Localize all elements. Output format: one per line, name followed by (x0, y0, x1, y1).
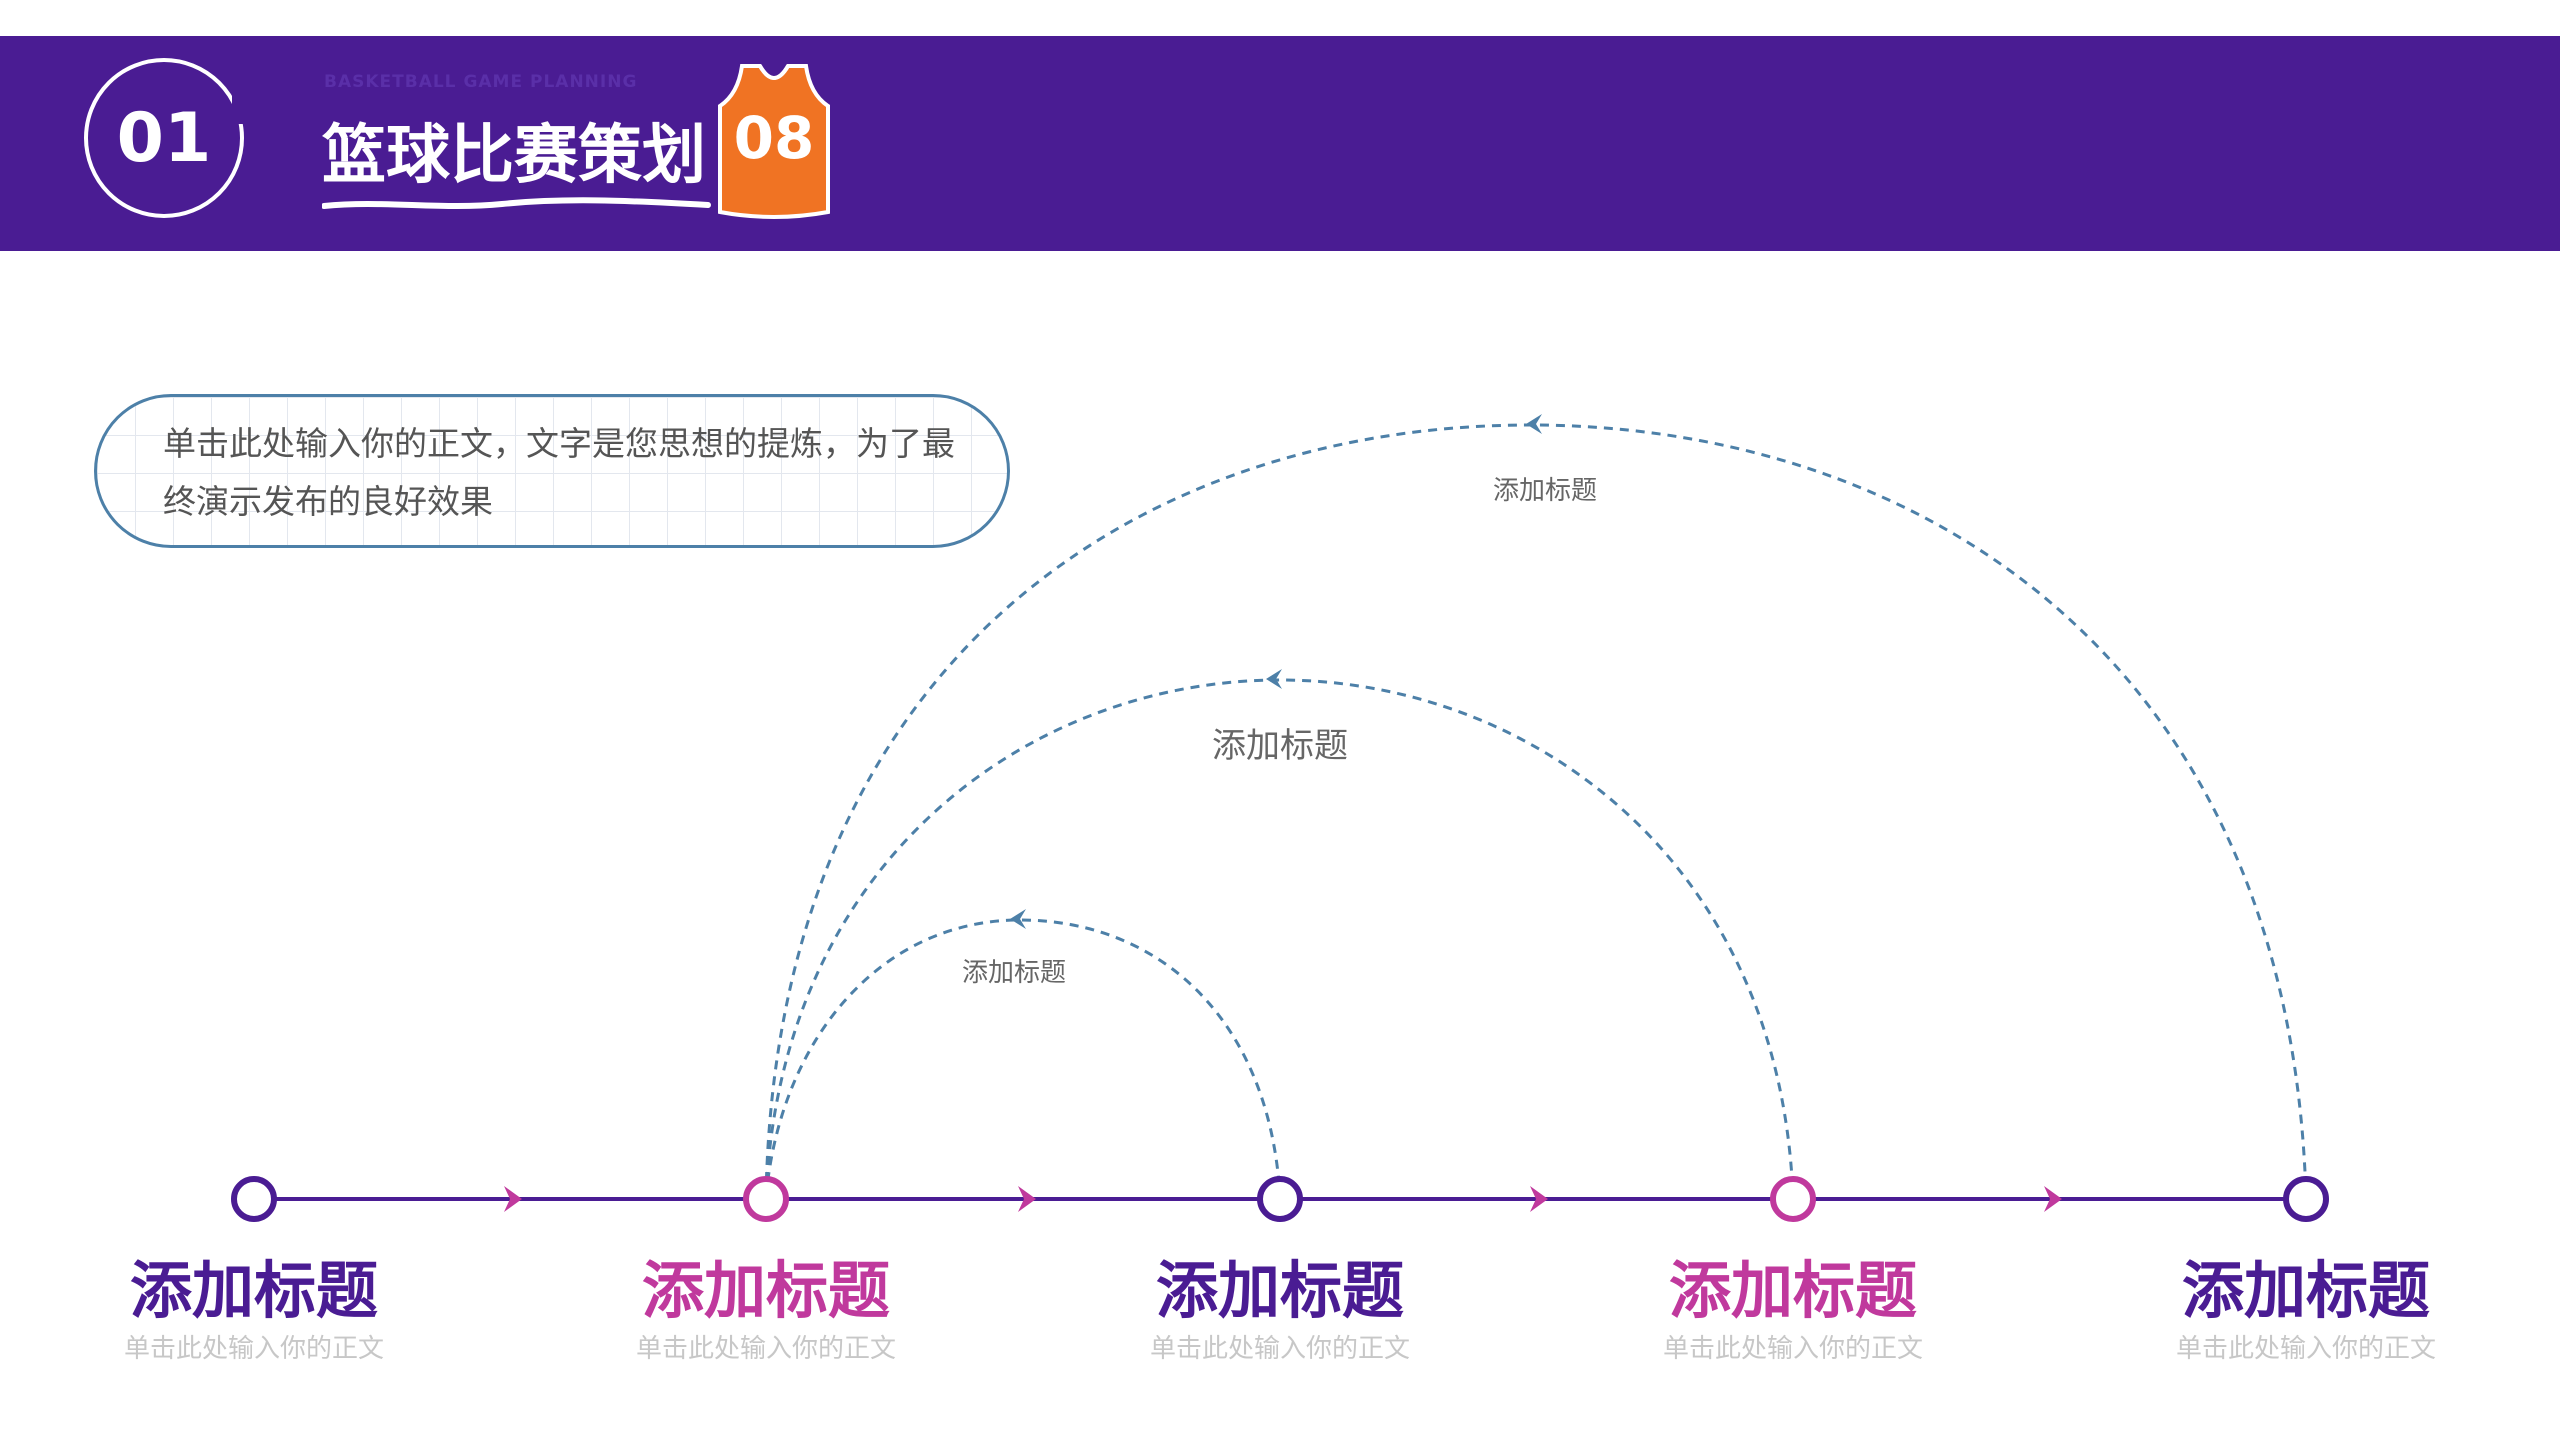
page-title: 篮球比赛策划 (322, 119, 706, 193)
step-2-subtitle: 单击此处输入你的正文 (635, 1334, 896, 1364)
note-text: 单击此处输入你的正文，文字是您思想的提炼，为了最终演示发布的良好效果 (163, 424, 955, 521)
jersey-icon (718, 64, 830, 219)
header-band (0, 36, 2560, 251)
step-5-title: 添加标题 (2181, 1254, 2430, 1327)
note-box[interactable]: 单击此处输入你的正文，文字是您思想的提炼，为了最终演示发布的良好效果 (94, 394, 1010, 548)
step-2-title: 添加标题 (641, 1254, 890, 1327)
arc-outer (764, 423, 2308, 1198)
timeline-node-4 (1770, 1176, 1816, 1222)
step-5-subtitle: 单击此处输入你的正文 (2175, 1334, 2436, 1364)
arc-middle (764, 678, 1795, 1198)
step-4-subtitle: 单击此处输入你的正文 (1662, 1334, 1923, 1364)
jersey-number: 08 (733, 104, 815, 172)
arc-outer-label: 添加标题 (1492, 476, 1597, 506)
timeline-node-5 (2283, 1176, 2329, 1222)
segment-arrow-1 (504, 1186, 522, 1212)
arc-inner-arrow (1010, 909, 1026, 929)
arc-middle-label: 添加标题 (1212, 726, 1348, 766)
step-4-title: 添加标题 (1668, 1254, 1917, 1327)
arc-inner-label: 添加标题 (961, 958, 1066, 988)
timeline-node-3 (1257, 1176, 1303, 1222)
arc-middle-arrow (1266, 669, 1282, 689)
step-3-subtitle: 单击此处输入你的正文 (1149, 1334, 1410, 1364)
segment-arrow-3 (1530, 1186, 1548, 1212)
segment-arrow-4 (2044, 1186, 2062, 1212)
step-1-title: 添加标题 (129, 1254, 378, 1327)
brush-underline (322, 197, 711, 209)
section-number: 01 (116, 98, 212, 178)
step-1-subtitle: 单击此处输入你的正文 (123, 1334, 384, 1364)
timeline-node-2 (743, 1176, 789, 1222)
segment-arrow-2 (1018, 1186, 1036, 1212)
timeline-node-1 (231, 1176, 277, 1222)
section-number-badge: 01 (84, 58, 248, 218)
header-subtitle: BASKETBALL GAME PLANNING (324, 72, 638, 92)
step-3-title: 添加标题 (1155, 1254, 1404, 1327)
arc-outer-arrow (1526, 414, 1542, 434)
